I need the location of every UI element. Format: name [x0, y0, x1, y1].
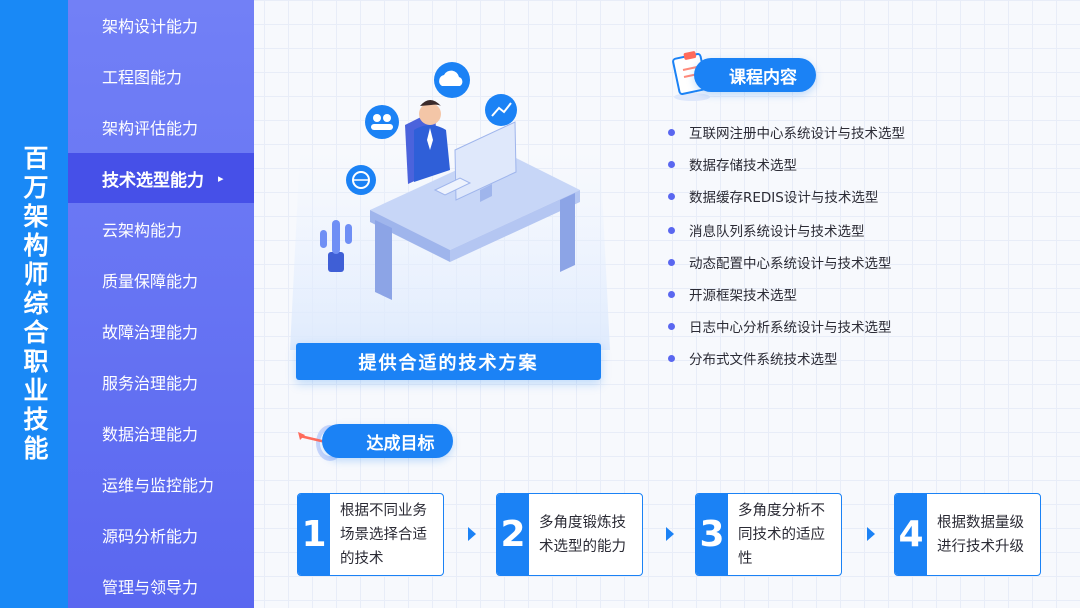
sidebar-item-management-leadership[interactable]: 管理与领导力	[68, 561, 254, 608]
goal-text: 根据不同业务场景选择合适的技术	[340, 502, 427, 567]
goal-card-4: 4 根据数据量级进行技术升级	[894, 493, 1041, 576]
list-item: 数据存储技术选型	[668, 154, 797, 174]
people-icon	[365, 105, 399, 139]
sidebar-item-source-analysis[interactable]: 源码分析能力	[68, 510, 254, 560]
sidebar-item-label: 架构设计能力	[102, 17, 199, 36]
goals-heading: 达成目标	[322, 424, 453, 458]
bullet-icon	[668, 322, 675, 330]
bullet-icon	[668, 290, 675, 298]
arrow-right-icon	[468, 527, 476, 541]
list-item: 分布式文件系统技术选型	[668, 348, 838, 368]
goal-number: 4	[895, 494, 927, 575]
sidebar-item-architecture-design[interactable]: 架构设计能力	[68, 0, 254, 50]
bullet-icon	[668, 226, 675, 234]
sidebar-item-label: 运维与监控能力	[102, 476, 215, 495]
list-item: 日志中心分析系统设计与技术选型	[668, 316, 892, 336]
chevron-right-icon: ▸	[218, 171, 224, 185]
course-content-heading: 课程内容	[694, 58, 816, 92]
sidebar-item-label: 数据治理能力	[102, 425, 199, 444]
bullet-icon	[668, 160, 675, 168]
sidebar-item-quality-assurance[interactable]: 质量保障能力	[68, 255, 254, 305]
sidebar-item-label: 故障治理能力	[102, 323, 199, 342]
goal-text: 根据数据量级进行技术升级	[937, 514, 1024, 555]
goal-number: 3	[696, 494, 728, 575]
sidebar-item-label: 服务治理能力	[102, 374, 199, 393]
monitor-icon	[433, 121, 517, 202]
bullet-icon	[668, 354, 675, 362]
sidebar-item-label: 技术选型能力	[102, 170, 204, 191]
sidebar-item-label: 工程图能力	[102, 68, 183, 87]
goal-card-3: 3 多角度分析不同技术的适应性	[695, 493, 842, 576]
sidebar-item-label: 质量保障能力	[102, 272, 199, 291]
list-item: 消息队列系统设计与技术选型	[668, 220, 865, 240]
goal-text: 多角度锻炼技术选型的能力	[539, 514, 626, 555]
sidebar-item-architecture-evaluation[interactable]: 架构评估能力	[68, 102, 254, 152]
list-item: 开源框架技术选型	[668, 284, 797, 304]
list-item: 动态配置中心系统设计与技术选型	[668, 252, 892, 272]
workspace-illustration	[290, 62, 610, 350]
goal-number: 1	[298, 494, 330, 575]
bullet-icon	[668, 128, 675, 136]
bullet-icon	[668, 258, 675, 266]
sidebar-item-cloud-architecture[interactable]: 云架构能力	[68, 204, 254, 254]
goal-text: 多角度分析不同技术的适应性	[738, 502, 825, 567]
chart-icon	[485, 94, 517, 126]
list-item: 互联网注册中心系统设计与技术选型	[668, 122, 905, 142]
sidebar-item-data-governance[interactable]: 数据治理能力	[68, 408, 254, 458]
sidebar-item-tech-selection[interactable]: 技术选型能力 ▸	[68, 153, 254, 203]
goal-card-2: 2 多角度锻炼技术选型的能力	[496, 493, 643, 576]
cactus-icon	[320, 220, 352, 272]
arrow-right-icon	[867, 527, 875, 541]
goal-card-1: 1 根据不同业务场景选择合适的技术	[297, 493, 444, 576]
page-title: 百万架构师综合职业技能	[20, 144, 49, 464]
sidebar-item-fault-governance[interactable]: 故障治理能力	[68, 306, 254, 356]
sidebar-item-engineering-drawing[interactable]: 工程图能力	[68, 51, 254, 101]
solution-banner: 提供合适的技术方案	[296, 343, 601, 380]
list-item: 数据缓存REDIS设计与技术选型	[668, 186, 878, 206]
sidebar-item-label: 架构评估能力	[102, 119, 199, 138]
goal-number: 2	[497, 494, 529, 575]
sidebar-item-label: 源码分析能力	[102, 527, 199, 546]
sidebar-item-service-governance[interactable]: 服务治理能力	[68, 357, 254, 407]
sidebar-item-label: 管理与领导力	[102, 578, 199, 597]
cloud-icon	[434, 62, 470, 98]
globe-icon	[346, 165, 376, 195]
arrow-right-icon	[666, 527, 674, 541]
sidebar-item-label: 云架构能力	[102, 221, 183, 240]
title-bar: 百万架构师综合职业技能	[0, 0, 68, 608]
sidebar-item-ops-monitoring[interactable]: 运维与监控能力	[68, 459, 254, 509]
bullet-icon	[668, 192, 675, 200]
sidebar-nav: 架构设计能力 工程图能力 架构评估能力 技术选型能力 ▸ 云架构能力 质量保障能力…	[68, 0, 254, 608]
